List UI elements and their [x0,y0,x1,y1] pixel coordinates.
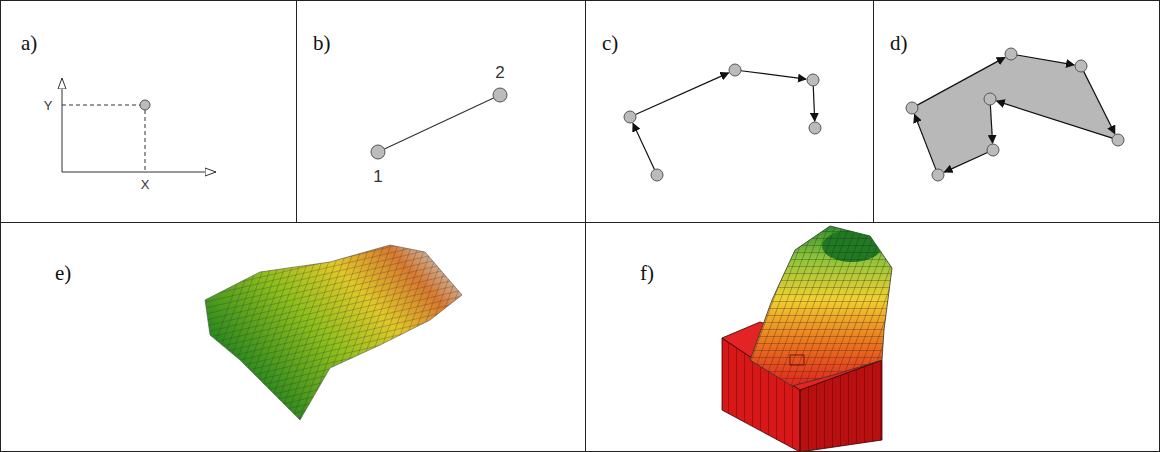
panel-label: c) [600,31,620,56]
panel-label: b) [311,31,333,56]
panel-label: d) [888,31,910,56]
panel-label: f) [638,261,656,286]
axes [62,78,216,172]
point-number: 2 [495,64,504,81]
surface-model [180,220,533,452]
polygon-feature [906,48,1124,181]
figure-panel: e) [0,222,586,452]
panel-label: a) [19,31,39,56]
volume-model [720,220,900,452]
polyline-feature [624,64,821,181]
figure-panel: d) [873,0,1160,223]
axis-label: Y [44,99,53,112]
figure-panel: b) [296,0,586,223]
panel-label: e) [53,261,73,286]
line-feature [371,88,507,159]
axis-label: X [141,178,150,191]
figure-panel: f) [585,222,1160,452]
figure-panel: c) [585,0,874,223]
point-number: 1 [373,168,382,185]
